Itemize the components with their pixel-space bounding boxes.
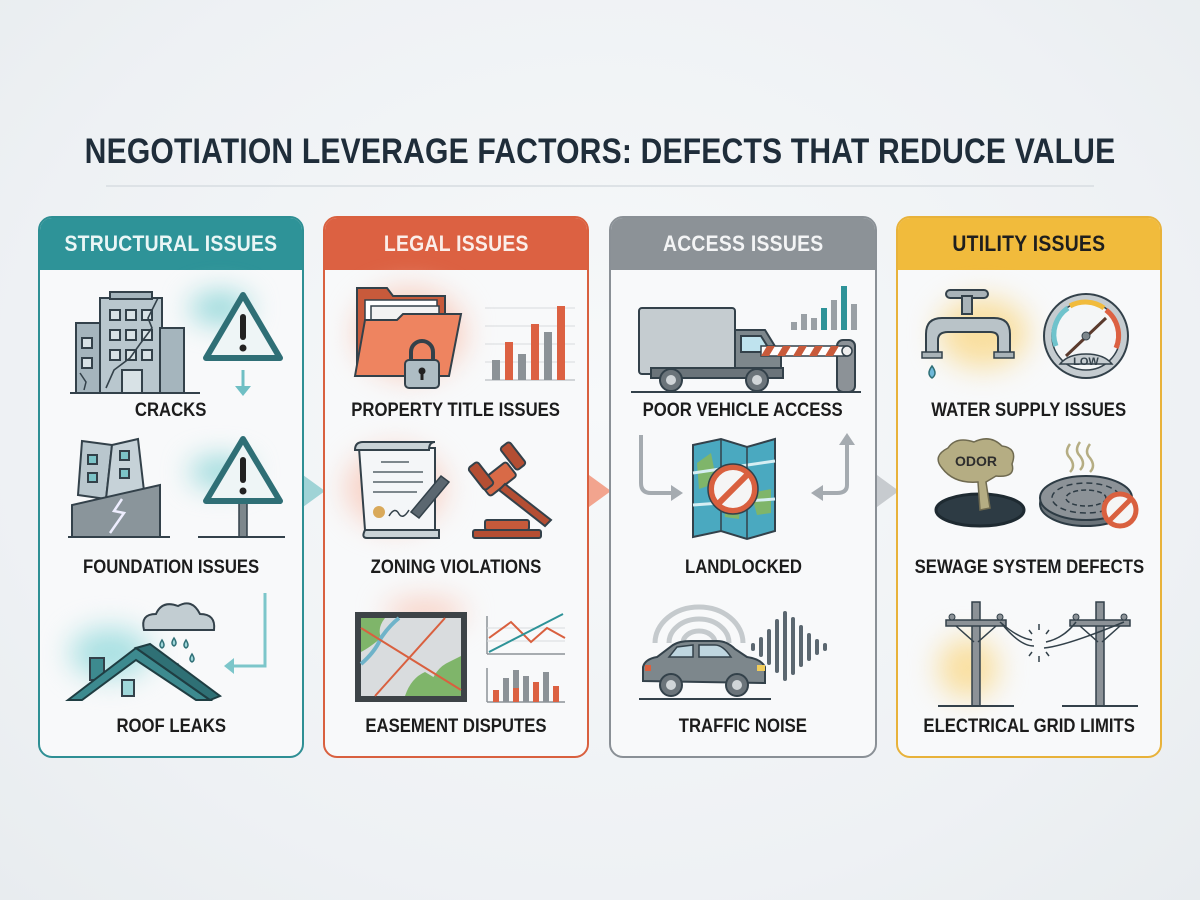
cracked-building-icon [70,291,200,394]
bar-chart-icon [485,306,575,381]
item-label: ROOF LEAKS [116,716,226,737]
arrow-right-icon [303,475,325,507]
list-item-water-supply-issues: LOW [898,278,1160,398]
broken-wire-icon [999,621,1125,662]
manhole-cover-no-icon [1039,441,1139,529]
list-item-zoning-violations [325,440,587,545]
barrier-gate-icon [760,339,856,393]
faucet-icon [921,289,1015,379]
item-label: POOR VEHICLE ACCESS [642,400,844,421]
arrow-right-icon [877,475,899,507]
gavel-icon [467,441,553,539]
panel-legal-issues: LEGAL ISSUES PR [323,216,589,758]
list-item-easement-disputes [325,608,587,708]
list-item-poor-vehicle-access [611,278,875,398]
panel-structural-issues: STRUCTURAL ISSUES [38,216,304,758]
gauge-low-label: LOW [1073,356,1099,368]
signed-document-icon [353,441,451,539]
map-no-entry-icon [692,437,776,541]
warning-sign-icon [198,436,285,538]
truck-icon [631,307,861,393]
list-item-roof-leaks [40,588,302,713]
list-item-sewage-system-defects: ODOR [898,438,1160,538]
item-label: FOUNDATION ISSUES [82,557,260,578]
panel-access-issues: ACCESS ISSUES [609,216,877,758]
panel-header: UTILITY ISSUES [898,218,1160,270]
item-label: CRACKS [135,400,207,421]
line-chart-icon [486,613,566,655]
manhole-odor-icon: ODOR [934,438,1026,528]
item-label: WATER SUPPLY ISSUES [931,400,1127,421]
list-item-landlocked [611,433,875,543]
list-item-property-title-issues [325,278,587,398]
sound-arcs-icon [652,604,746,644]
panel-header: ACCESS ISSUES [611,218,875,270]
car-icon [639,640,771,700]
sound-wave-icon [751,611,827,681]
signal-bars-icon [791,286,857,330]
arrow-down-icon [235,370,251,396]
bar-chart-icon [486,668,565,703]
item-label: EASEMENT DISPUTES [365,716,547,737]
map-icon [355,612,467,702]
locked-folder-icon [353,287,463,389]
item-label: SEWAGE SYSTEM DEFECTS [914,557,1144,578]
pressure-gauge-icon: LOW [1043,293,1129,379]
item-label: PROPERTY TITLE ISSUES [351,400,561,421]
sinking-building-icon [68,437,170,538]
panel-header: LEGAL ISSUES [325,218,587,270]
leaking-roof-icon [65,642,223,702]
list-item-foundation-issues [40,433,302,543]
odor-label: ODOR [955,453,997,469]
page-title: NEGOTIATION LEVERAGE FACTORS: DEFECTS TH… [84,132,1116,171]
panel-header: STRUCTURAL ISSUES [40,218,302,270]
item-label: LANDLOCKED [684,557,802,578]
list-item-cracks [40,278,302,398]
power-pole-icon [938,601,1138,707]
title-divider [106,185,1094,187]
list-item-electrical-grid-limits [898,598,1160,710]
arrow-corner-icon [224,593,267,674]
item-label: ZONING VIOLATIONS [370,557,542,578]
warning-triangle-icon [203,292,283,361]
detour-arrow-icon [639,433,855,501]
panel-utility-issues: UTILITY ISSUES LOW [896,216,1162,758]
item-label: ELECTRICAL GRID LIMITS [923,716,1135,737]
arrow-right-icon [589,475,611,507]
item-label: TRAFFIC NOISE [678,716,808,737]
list-item-traffic-noise [611,603,875,713]
